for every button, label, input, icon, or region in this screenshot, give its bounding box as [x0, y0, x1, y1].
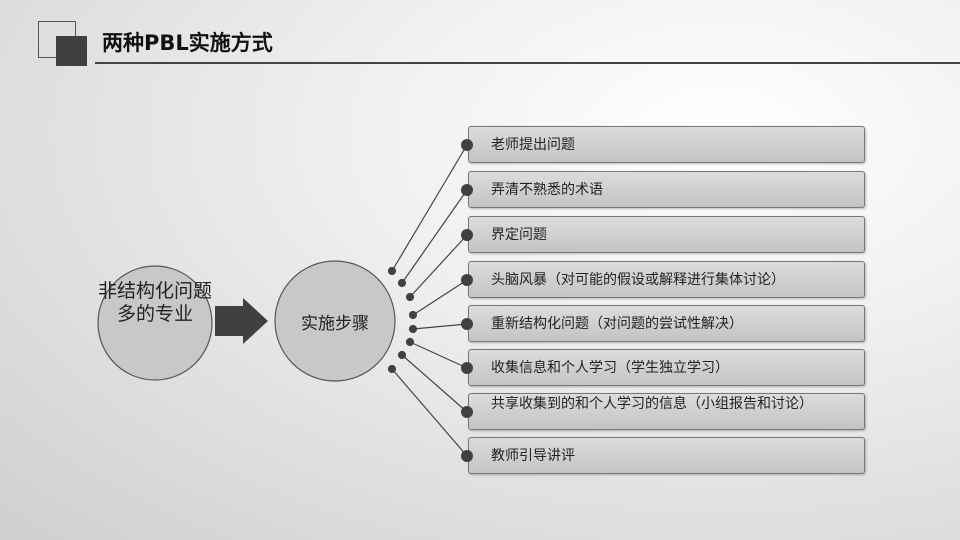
- step-label: 共享收集到的和个人学习的信息（小组报告和讨论）: [491, 396, 813, 412]
- title-underline: [95, 62, 960, 64]
- connector-dot: [405, 337, 415, 347]
- connector-line: [412, 323, 468, 330]
- center-label: 实施步骤: [301, 314, 369, 334]
- page-title: 两种PBL实施方式: [102, 31, 273, 55]
- connector-line: [412, 279, 468, 316]
- step-box: 头脑风暴（对可能的假设或解释进行集体讨论）: [468, 261, 865, 298]
- connector-dot: [387, 364, 397, 374]
- step-box: 收集信息和个人学习（学生独立学习）: [468, 349, 865, 386]
- step-label: 界定问题: [491, 227, 547, 243]
- connector-line: [401, 354, 468, 413]
- step-label: 收集信息和个人学习（学生独立学习）: [491, 360, 729, 376]
- connector-line: [401, 189, 468, 284]
- decor-square-filled: [56, 36, 87, 66]
- step-label: 重新结构化问题（对问题的尝试性解决）: [491, 316, 743, 332]
- connector-line: [391, 368, 468, 457]
- step-box: 重新结构化问题（对问题的尝试性解决）: [468, 305, 865, 342]
- step-box: 老师提出问题: [468, 126, 865, 163]
- connector-dot: [397, 350, 407, 360]
- connector-line: [409, 234, 468, 298]
- step-label: 教师引导讲评: [491, 448, 575, 464]
- step-box: 弄清不熟悉的术语: [468, 171, 865, 208]
- connector-dot: [408, 310, 418, 320]
- step-box: 界定问题: [468, 216, 865, 253]
- connector-dot: [405, 292, 415, 302]
- step-label: 弄清不熟悉的术语: [491, 182, 603, 198]
- connector-line: [391, 144, 468, 272]
- connector-line: [409, 341, 468, 369]
- step-box: 共享收集到的和个人学习的信息（小组报告和讨论）: [468, 393, 865, 430]
- step-label: 老师提出问题: [491, 137, 575, 153]
- source-label: 非结构化问题多的专业: [98, 280, 213, 325]
- connector-dot: [387, 266, 397, 276]
- step-label: 头脑风暴（对可能的假设或解释进行集体讨论）: [491, 272, 785, 288]
- connector-dot: [397, 278, 407, 288]
- source-circle: [97, 265, 213, 381]
- step-box: 教师引导讲评: [468, 437, 865, 474]
- arrow-right-icon: [215, 298, 268, 344]
- connector-dot: [408, 324, 418, 334]
- center-circle: [274, 260, 396, 382]
